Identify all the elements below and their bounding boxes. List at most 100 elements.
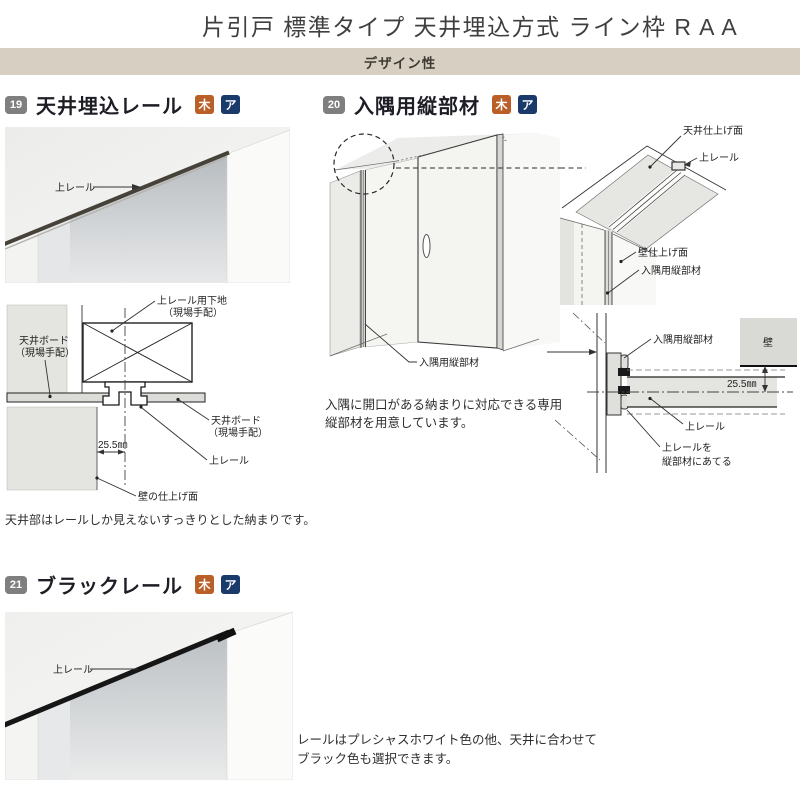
wall-face-label: 壁の仕上げ面	[138, 490, 198, 503]
black-rail-photo: 上レール	[5, 612, 293, 780]
section-19-caption: 天井部はレールしか見えないすっきりとした納まりです。	[5, 513, 316, 527]
member-label: 入隅用縦部材	[641, 264, 701, 277]
section-21-header: 21 ブラックレール 木 ア	[5, 570, 240, 599]
wall-block: 壁	[740, 318, 797, 367]
ceiling-face-label: 天井仕上げ面	[683, 124, 743, 137]
board-right-callout: 天井ボード （現場手配）	[176, 397, 268, 439]
side-wall-shaded	[560, 218, 574, 305]
ceiling-slab-edges	[561, 145, 727, 209]
door-handle	[422, 234, 431, 258]
section-21-caption-line1: レールはプレシャスホワイト色の他、天井に合わせて	[297, 733, 598, 747]
ceiling-front-edge	[334, 160, 398, 171]
board-left-label-line1: 天井ボード	[19, 334, 69, 347]
member-callout: 入隅用縦部材	[364, 323, 479, 369]
photo-rail-callout: 上レール	[53, 664, 138, 676]
section-20-caption-line1: 入隅に開口がある納まりに対応できる専用	[325, 398, 563, 412]
wall-face-callout: 壁の仕上げ面	[95, 476, 198, 503]
right-wall-column	[226, 612, 293, 780]
section-20-title: 入隅用縦部材	[354, 96, 480, 118]
section-arrow	[547, 349, 597, 355]
board-right-label-line1: 天井ボード	[211, 414, 261, 427]
member-label: 入隅用縦部材	[419, 356, 479, 369]
backing-label-line2: （現場手配）	[163, 306, 223, 319]
dimension-25-5: 25.5㎜	[727, 366, 768, 392]
abut-label-line1: 上レールを	[662, 442, 712, 454]
rail-arrowhead	[132, 184, 141, 190]
wall-top-edge-right	[612, 233, 657, 256]
floor-line-right	[502, 338, 540, 352]
lower-wall-block	[6, 406, 98, 491]
rail-callout: 上レール	[139, 405, 249, 467]
cut-line-bottom	[554, 419, 601, 461]
cut-line-top	[572, 312, 606, 344]
member-label: 入隅用縦部材	[653, 333, 713, 346]
door-edge	[496, 133, 504, 351]
board-left-label-line2: （現場手配）	[15, 346, 75, 359]
member-callout: 入隅用縦部材	[605, 264, 701, 295]
rail-profile	[102, 381, 148, 406]
rail-callout: 上レール	[648, 396, 725, 433]
section-21-caption: レールはプレシャスホワイト色の他、天井に合わせて ブラック色も選択できます。	[297, 731, 597, 769]
ceiling-rail-section-drawing: 25.5㎜ 上レール用下地 （現場手配） 天井ボード （現場手配） 天井ボード …	[6, 294, 268, 503]
backing-label-line1: 上レール用下地	[157, 294, 227, 307]
background-wall	[503, 133, 560, 350]
wood-badge: 木	[492, 95, 511, 114]
dimension-text: 25.5㎜	[98, 440, 127, 451]
dimension-text: 25.5㎜	[727, 379, 756, 390]
corner-detail-isometric: 天井仕上げ面 上レール 壁仕上げ面 入隅用縦部材	[560, 124, 743, 305]
ceiling-board-left	[6, 392, 114, 403]
doorway-opening	[70, 635, 227, 780]
opening-inner-wall	[38, 218, 70, 283]
opening-reveal	[364, 157, 419, 348]
ceiling-rail-photo: 上レール	[5, 127, 290, 283]
corner-member-profile	[606, 352, 629, 416]
left-wall-finish	[574, 222, 604, 305]
rail-end-profile	[671, 161, 686, 171]
dimension-25-5: 25.5㎜	[97, 440, 127, 455]
wood-badge: 木	[195, 95, 214, 114]
section-21-number-badge: 21	[5, 575, 27, 594]
section-19-number-badge: 19	[5, 95, 27, 114]
right-wall-finish	[613, 234, 656, 305]
rail-label: 上レール	[685, 421, 725, 433]
rail-groove-strip	[608, 169, 686, 233]
photo-rail-callout: 上レール	[55, 182, 141, 194]
rail-end-cap	[215, 627, 237, 643]
upper-rail-black	[5, 629, 230, 728]
upper-rail	[5, 150, 230, 246]
wall-label: 壁	[763, 336, 773, 349]
rail-label: 上レール	[53, 664, 93, 676]
design-band-label: デザイン性	[363, 55, 437, 71]
section-20-caption-line2: 縦部材を用意しています。	[325, 416, 474, 430]
upper-rail-plan	[618, 368, 785, 408]
wall-face-callout: 壁仕上げ面	[619, 246, 688, 264]
section-21-caption-line2: ブラック色も選択できます。	[297, 752, 459, 766]
ceiling-face-callout: 天井仕上げ面	[648, 124, 743, 169]
design-band: デザイン性	[0, 48, 800, 75]
abut-label-line2: 縦部材にあてる	[662, 455, 732, 468]
upper-left-wall-block	[6, 304, 68, 394]
corner-vertical-member	[360, 170, 366, 348]
aluminum-badge: ア	[518, 95, 537, 114]
wood-badge: 木	[195, 575, 214, 594]
member-callout: 入隅用縦部材	[623, 333, 713, 359]
board-left-callout: 天井ボード （現場手配）	[15, 334, 75, 399]
left-wall	[329, 170, 361, 357]
rail-label: 上レール	[55, 182, 95, 194]
corner-detail-plan: 壁 25.5㎜ 入隅用縦部材 上レール 上レールを 縦部材にあてる	[547, 312, 797, 473]
corner-vertical-member	[604, 230, 613, 305]
rail-callout: 上レール	[684, 152, 739, 167]
rail-section-label: 上レール	[209, 455, 249, 467]
right-wall-column	[226, 129, 290, 283]
doorway-opening	[70, 154, 227, 283]
floor-line-left	[329, 333, 388, 357]
sliding-door-isometric: 入隅用縦部材	[329, 133, 560, 369]
aluminum-badge: ア	[221, 575, 240, 594]
rail-backing	[82, 322, 193, 383]
rail-shadow-line	[5, 156, 228, 250]
section-19-title: 天井埋込レール	[36, 96, 183, 118]
detail-focus-circle	[333, 133, 395, 195]
section-19-header: 19 天井埋込レール 木 ア	[5, 90, 240, 119]
abut-callout: 上レールを 縦部材にあてる	[626, 409, 732, 468]
